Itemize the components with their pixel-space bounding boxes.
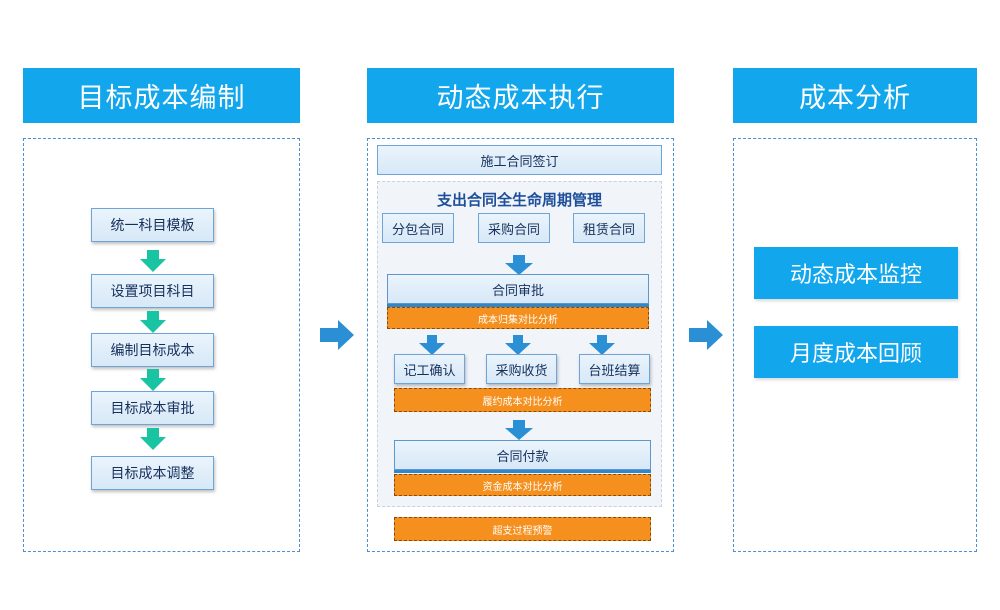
step-set-project-subject: 设置项目科目 <box>91 274 214 308</box>
monthly-cost-review-box: 月度成本回顾 <box>754 326 958 378</box>
labor-confirm-box: 记工确认 <box>394 354 465 384</box>
performance-cost-analysis-bar: 履约成本对比分析 <box>394 388 651 412</box>
blue-down-arrow-icon <box>419 335 445 355</box>
subcontract-box: 分包合同 <box>382 213 454 243</box>
cost-collection-analysis-bar: 成本归集对比分析 <box>387 307 649 329</box>
blue-down-arrow-icon <box>589 335 615 355</box>
machine-shift-settlement-box: 台班结算 <box>579 354 650 384</box>
green-down-arrow-icon <box>140 428 166 450</box>
contract-payment-box: 合同付款 <box>394 440 651 470</box>
green-down-arrow-icon <box>140 311 166 333</box>
step-approve-target-cost: 目标成本审批 <box>91 391 214 425</box>
capital-cost-analysis-bar: 资金成本对比分析 <box>394 474 651 496</box>
construction-contract-signing-box: 施工合同签订 <box>377 145 662 175</box>
lease-contract-box: 租赁合同 <box>573 213 645 243</box>
overspend-warning-bar: 超支过程预警 <box>394 517 651 541</box>
column-header-target-cost: 目标成本编制 <box>23 68 300 123</box>
contract-lifecycle-title: 支出合同全生命周期管理 <box>436 191 602 209</box>
blue-down-arrow-icon <box>505 420 533 440</box>
right-arrow-icon <box>320 320 354 350</box>
contract-approval-box: 合同审批 <box>387 274 649 304</box>
step-compile-target-cost: 编制目标成本 <box>91 333 214 367</box>
purchase-receipt-box: 采购收货 <box>486 354 557 384</box>
step-adjust-target-cost: 目标成本调整 <box>91 456 214 490</box>
green-down-arrow-icon <box>140 369 166 391</box>
right-arrow-icon <box>689 320 723 350</box>
dynamic-cost-monitoring-box: 动态成本监控 <box>754 247 958 299</box>
step-unify-subject-template: 统一科目模板 <box>91 208 214 242</box>
blue-down-arrow-icon <box>505 335 531 355</box>
column-header-dynamic-cost: 动态成本执行 <box>367 68 674 123</box>
blue-down-arrow-icon <box>505 255 533 275</box>
purchase-contract-box: 采购合同 <box>478 213 550 243</box>
column-header-cost-analysis: 成本分析 <box>733 68 977 123</box>
green-down-arrow-icon <box>140 250 166 272</box>
